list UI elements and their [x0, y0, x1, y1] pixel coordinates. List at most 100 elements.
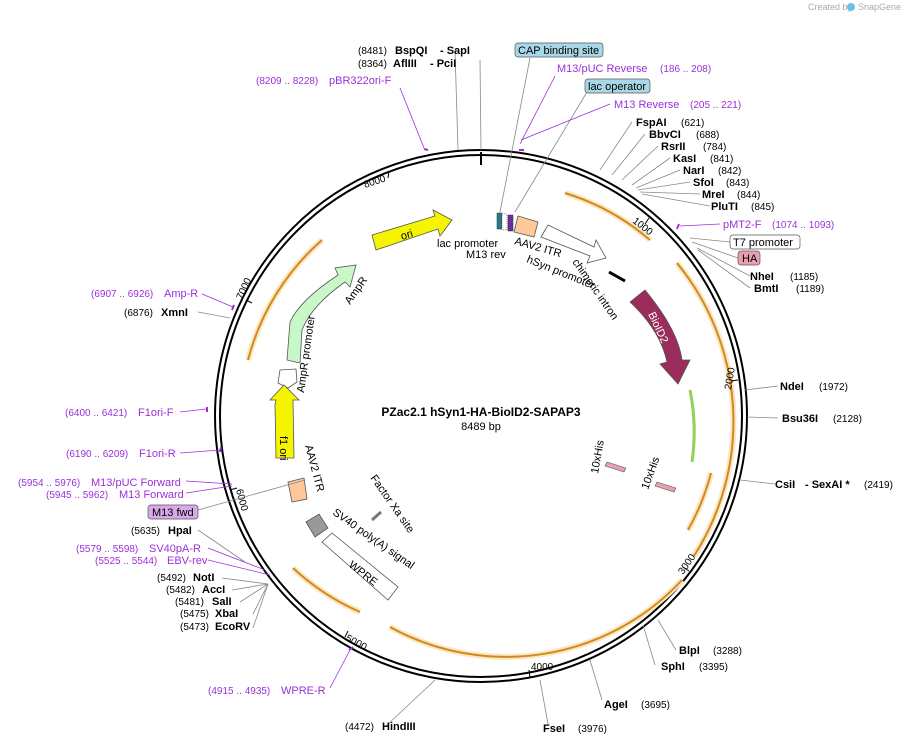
- site-bsu36i: Bsu36I: [782, 413, 818, 425]
- m13fwd-box: [147, 504, 199, 520]
- primer-m13-fwd: M13 Forward: [119, 489, 184, 501]
- site-xbai-pos: (5475): [180, 609, 209, 620]
- primer-m13-rev-range: (205 .. 221): [690, 100, 741, 111]
- site-noti: NotI: [193, 572, 214, 584]
- site-sphi-pos: (3395): [699, 662, 728, 673]
- primer-ebv-range: (5525 .. 5544): [95, 556, 157, 567]
- factorxa-label: Factor Xa site: [368, 473, 417, 535]
- primer-f1ori-r-range: (6190 .. 6209): [66, 449, 128, 460]
- site-kasi: KasI: [673, 153, 696, 165]
- site-rsrii: RsrII: [661, 141, 685, 153]
- primer-m13puc-rev: M13/pUC Reverse: [557, 63, 647, 75]
- site-bmti: BmtI: [754, 283, 778, 295]
- feature-factorxa: Factor Xa site: [368, 473, 417, 535]
- orf-arcs: [245, 190, 737, 660]
- site-pluti-pos: (845): [751, 202, 774, 213]
- site-afliii: AflIII: [393, 58, 417, 70]
- site-sali: SalI: [212, 596, 232, 608]
- feature-his: 10xHis 10xHis: [589, 439, 677, 493]
- lac-operator: lac operator: [588, 81, 646, 93]
- tick-4000: 4000: [531, 662, 554, 673]
- site-nhei: NheI: [750, 271, 774, 283]
- feature-bioid2: BioID2: [629, 289, 691, 385]
- site-pcii: - PciI: [430, 58, 456, 70]
- ha-box: [737, 250, 761, 266]
- primer-f1ori-r: F1ori-R: [139, 448, 176, 460]
- primer-ampr: Amp-R: [164, 288, 198, 300]
- primer-pbr322-range: (8209 .. 8228): [256, 76, 318, 87]
- site-sfoi: SfoI: [693, 177, 714, 189]
- primer-marks: [206, 148, 680, 651]
- site-xmni-pos: (6876): [124, 308, 153, 319]
- site-mrei-pos: (844): [737, 190, 760, 201]
- created-by-label: Created by: [808, 2, 853, 12]
- t7-promoter: T7 promoter: [733, 237, 793, 249]
- site-sphi: SphI: [661, 661, 685, 673]
- tick-6000: 6000: [233, 488, 249, 513]
- site-fsei: FseI: [543, 723, 565, 735]
- site-xmni: XmnI: [161, 307, 188, 319]
- site-ecorv: EcoRV: [215, 621, 251, 633]
- primer-pbr322: pBR322ori-F: [329, 75, 392, 87]
- plasmid-name: PZac2.1 hSyn1-HA-BioID2-SAPAP3: [381, 405, 580, 419]
- primer-f1ori-f: F1ori-F: [138, 407, 174, 419]
- site-bbvci: BbvCI: [649, 129, 681, 141]
- cap-binding-site: CAP binding site: [518, 45, 599, 57]
- primer-m13puc-rev-range: (186 .. 208): [660, 64, 711, 75]
- site-blpi: BlpI: [679, 645, 700, 657]
- tick-marks: [229, 152, 739, 678]
- site-sapi: - SapI: [440, 45, 470, 57]
- primer-pmt2-range: (1074 .. 1093): [772, 220, 834, 231]
- site-rsrii-pos: (784): [703, 142, 726, 153]
- his1-label: 10xHis: [589, 439, 607, 475]
- primer-sv40pa: SV40pA-R: [149, 543, 201, 555]
- site-bspqi: BspQI: [395, 45, 427, 57]
- primer-wpre-range: (4915 .. 4935): [208, 686, 270, 697]
- leader-lines: [179, 49, 779, 727]
- tick-2000: 2000: [723, 366, 738, 390]
- feature-f1ori: f1 ori: [269, 384, 300, 460]
- primer-m13-fwd-range: (5945 .. 5962): [46, 490, 108, 501]
- site-mrei: MreI: [702, 189, 725, 201]
- site-bbvci-pos: (688): [696, 130, 719, 141]
- site-agei-pos: (3695): [641, 700, 670, 711]
- site-bmti-pos: (1189): [796, 284, 824, 295]
- feature-chimeric-intron: chimeric intron: [570, 257, 626, 322]
- site-hindiii: HindIII: [382, 721, 416, 733]
- site-blpi-pos: (3288): [713, 646, 742, 657]
- primer-f1ori-f-range: (6400 .. 6421): [65, 408, 127, 419]
- site-nhei-pos: (1185): [790, 272, 818, 283]
- site-csii: CsiI: [775, 479, 795, 491]
- primer-m13-rev: M13 Reverse: [614, 99, 679, 111]
- site-xbai: XbaI: [215, 608, 238, 620]
- site-csii-pos: (2419): [864, 480, 893, 491]
- site-fsei-pos: (3976): [578, 724, 607, 735]
- site-hpai-pos: (5635): [131, 526, 160, 537]
- feature-ori: ori: [371, 209, 453, 251]
- site-sali-pos: (5481): [175, 597, 204, 608]
- lac-operator-box: [584, 78, 651, 94]
- primer-ampr-range: (6907 .. 6926): [91, 289, 153, 300]
- site-sexai: - SexAI *: [805, 479, 850, 491]
- primer-m13puc-fwd: M13/pUC Forward: [91, 477, 181, 489]
- m13-fwd: M13 fwd: [152, 507, 194, 519]
- snapgene-brand: SnapGene: [858, 2, 901, 12]
- lac-promoter-label: lac promoter: [437, 238, 498, 250]
- aav2-itr-left-label: AAV2 ITR: [302, 444, 326, 494]
- site-ecorv-pos: (5473): [180, 622, 209, 633]
- m13rev-label: M13 rev: [466, 249, 506, 261]
- t7-box: [729, 234, 801, 250]
- tick-7000: 7000: [235, 276, 255, 301]
- site-hpai: HpaI: [168, 525, 192, 537]
- primer-wpre: WPRE-R: [281, 685, 326, 697]
- primer-sv40pa-range: (5579 .. 5598): [76, 544, 138, 555]
- site-sfoi-pos: (843): [726, 178, 749, 189]
- site-acci: AccI: [202, 584, 225, 596]
- primer-pmt2: pMT2-F: [723, 219, 762, 231]
- site-ndei-pos: (1972): [819, 382, 848, 393]
- cap-box: [514, 42, 604, 58]
- primer-ebv: EBV-rev: [167, 555, 208, 567]
- site-acci-pos: (5482): [166, 585, 195, 596]
- ha-tag: HA: [742, 253, 758, 265]
- site-agei: AgeI: [604, 699, 628, 711]
